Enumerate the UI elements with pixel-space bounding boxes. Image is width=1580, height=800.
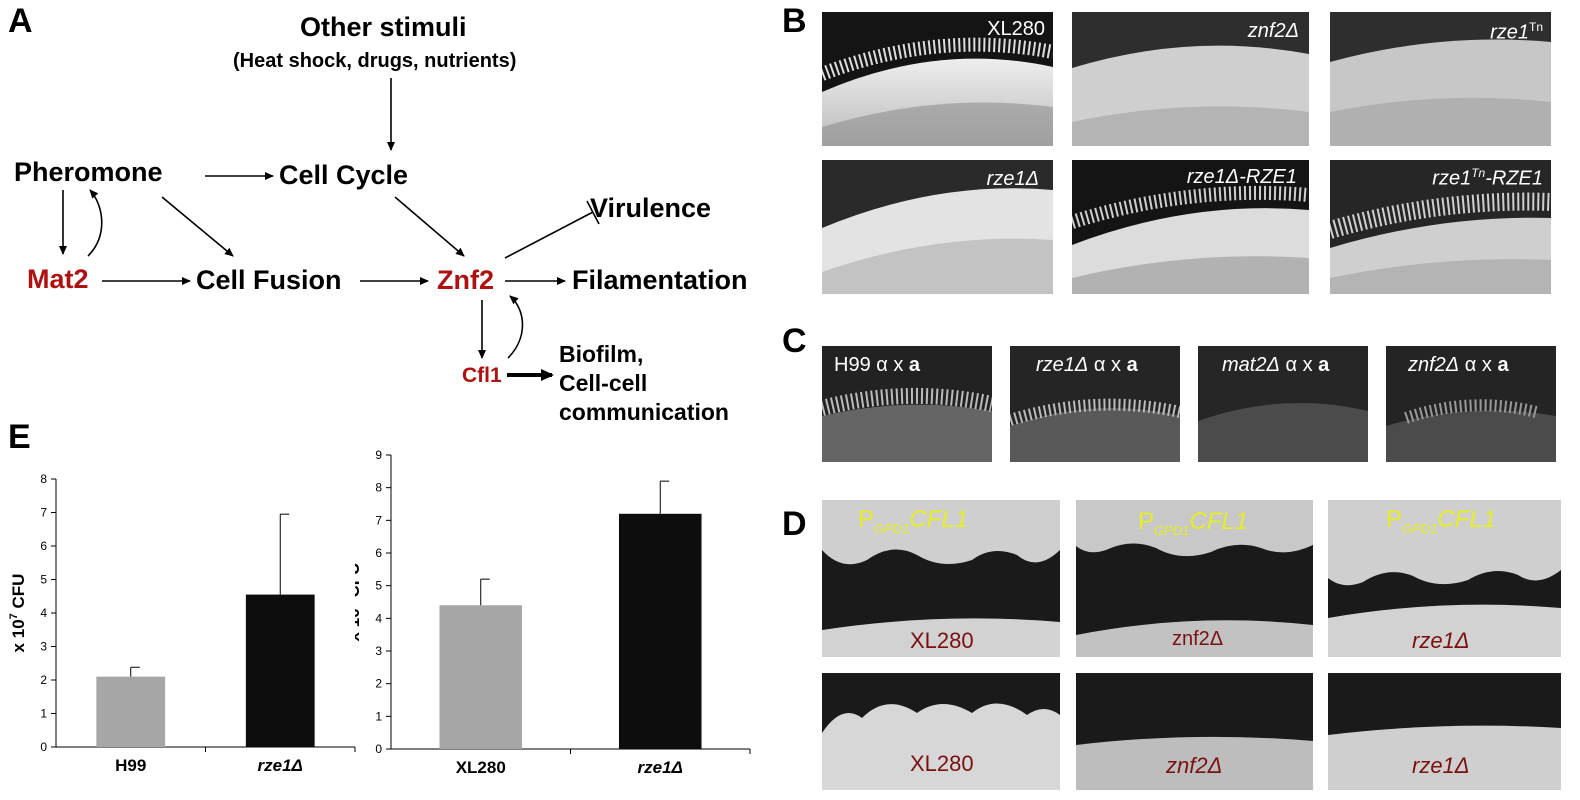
y-tick-label: 5 [375,579,382,593]
y-tick-label: 9 [375,448,382,462]
chart-xl280-cfu: 0 1 2 3 4 5 6 7 8 9 x 105 CFU XL280 rze1Δ [355,448,751,777]
bar-0 [439,605,523,749]
photo-c-znf2d: znf2Δ α x a [1386,346,1556,462]
y-tick-label: 7 [375,513,382,527]
node-biofilm: Biofilm, [559,341,644,367]
panel-label-c: C [782,322,807,360]
photo-b-rze1tn: rze1Tn [1330,12,1551,146]
node-mat2: Mat2 [27,264,89,294]
photo-b-rze1d-rze1: rze1Δ-RZE1 [1072,160,1309,294]
chart-h99-cfu: 0 1 2 3 4 5 6 7 8 x 107 CFU H99 rze1Δ [8,472,356,775]
y-tick-label: 3 [40,640,47,654]
x-category-label: XL280 [456,758,506,777]
node-filamentation: Filamentation [572,265,748,295]
y-tick-label: 3 [375,644,382,658]
node-virulence: Virulence [590,193,712,223]
x-category-label: H99 [115,756,146,775]
label-c-mat2d: mat2Δ α x a [1222,354,1330,376]
inhibit-znf2-virulence [504,211,594,259]
y-tick-label: 7 [40,506,47,520]
label-b-xl280: XL280 [987,18,1045,40]
y-tick-label: 2 [40,673,47,687]
diagram-arrows [59,78,600,381]
panel-label-a: A [8,2,33,40]
arrow-pheromone-to-cellfusion [161,196,234,257]
photo-c-rze1d: rze1Δ α x a [1010,346,1180,462]
photo-d-xl280-top: PGPD1CFL1 XL280 [822,500,1060,657]
y-tick-label: 0 [40,740,47,754]
node-biofilm-block: Biofilm, Cell-cell communication [559,340,729,427]
node-cell-cell: Cell-cell [559,370,648,396]
node-communication: communication [559,399,729,425]
bar-0 [96,676,166,747]
node-cfl1: Cfl1 [462,364,502,387]
photo-c-mat2d: mat2Δ α x a [1198,346,1368,462]
photo-d-rze1-top: PGPD1CFL1 rze1Δ [1328,500,1561,657]
node-pheromone: Pheromone [14,157,163,187]
y-axis-label: x 107 CFU [8,574,28,653]
node-cell-cycle: Cell Cycle [279,160,409,190]
y-tick-label: 1 [375,709,382,723]
x-category-label: rze1Δ [258,756,303,775]
label-b-rze1d: rze1Δ [986,168,1039,190]
label-d-rze1-bottom: rze1Δ [1412,753,1470,778]
arrow-cellcycle-to-znf2 [394,196,465,257]
label-d-pgpd1-3: PGPD1CFL1 [1386,506,1497,536]
label-d-znf2-top: znf2Δ [1172,628,1224,650]
bar-1 [618,513,702,749]
label-d-znf2-bottom: znf2Δ [1166,753,1223,778]
label-b-rze1tn: rze1Tn [1490,20,1543,44]
photo-b-znf2: znf2Δ [1072,12,1309,146]
y-axis-label: x 105 CFU [355,563,363,642]
label-c-rze1d: rze1Δ α x a [1036,354,1138,376]
label-d-rze1-top: rze1Δ [1412,628,1470,653]
y-tick-label: 8 [375,481,382,495]
node-cell-fusion: Cell Fusion [196,265,342,295]
photo-d-rze1-bottom: rze1Δ [1328,673,1561,790]
label-d-xl280-top: XL280 [910,628,974,653]
panel-label-b: B [782,2,807,40]
y-tick-label: 0 [375,742,382,756]
panel-label-e: E [8,418,31,456]
y-tick-label: 6 [375,546,382,560]
label-b-znf2: znf2Δ [1247,20,1299,42]
y-tick-label: 1 [40,707,47,721]
inhibit-bar [586,200,600,225]
y-tick-label: 8 [40,472,47,486]
photo-c-h99: H99 α x a [822,346,992,462]
y-tick-label: 2 [375,677,382,691]
photo-b-rze1d: rze1Δ [822,160,1053,294]
panel-label-d: D [782,505,807,543]
label-c-h99: H99 α x a [834,354,921,376]
photo-b-rze1tn-rze1: rze1Tn-RZE1 [1330,160,1551,294]
label-b-rze1d-rze1: rze1Δ-RZE1 [1186,166,1297,188]
y-tick-label: 4 [375,611,382,625]
label-d-pgpd1-2: PGPD1CFL1 [1138,508,1249,538]
node-znf2: Znf2 [437,265,494,295]
node-other-stimuli-sub: (Heat shock, drugs, nutrients) [233,50,517,72]
arrow-cfl1-to-znf2 [507,295,524,359]
node-other-stimuli: Other stimuli [300,12,467,42]
photo-d-znf2-top: PGPD1CFL1 znf2Δ [1076,500,1313,657]
y-tick-label: 4 [40,606,47,620]
arrow-mat2-to-pheromone [87,189,103,257]
label-d-xl280-bottom: XL280 [910,751,974,776]
label-d-pgpd1-1: PGPD1CFL1 [858,506,969,536]
label-c-znf2d: znf2Δ α x a [1408,354,1509,376]
x-category-label: rze1Δ [638,758,683,777]
bar-1 [245,594,315,747]
photo-b-xl280: XL280 [822,12,1053,146]
y-tick-label: 5 [40,573,47,587]
y-tick-label: 6 [40,539,47,553]
photo-d-xl280-bottom: XL280 [822,673,1060,790]
label-b-rze1tn-rze1: rze1Tn-RZE1 [1432,166,1543,190]
photo-d-znf2-bottom: znf2Δ [1076,673,1313,790]
